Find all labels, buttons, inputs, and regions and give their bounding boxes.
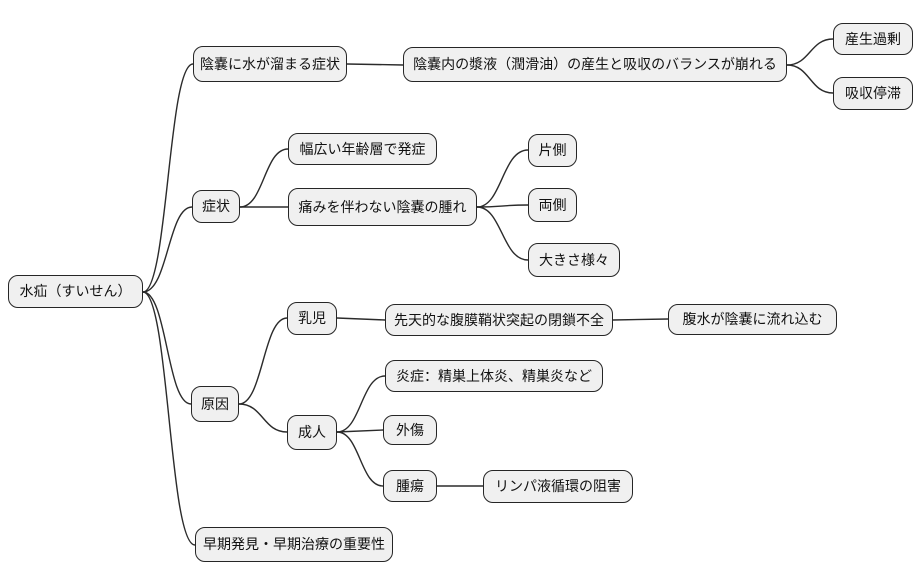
edge-swelling-bilateral [476,204,529,208]
edge-adults-inflammation [336,375,386,433]
node-root[interactable]: 水疝（すいせん） [8,275,143,308]
node-infants[interactable]: 乳児 [287,302,337,335]
node-various-sizes[interactable]: 大きさ様々 [528,243,620,277]
edge-mechanism-absorption [786,64,834,94]
node-congenital-defect[interactable]: 先天的な腹膜鞘状突起の閉鎖不全 [385,304,613,336]
edge-adults-trauma [336,429,384,433]
edge-causes-infants [238,317,288,405]
edge-root-symptoms [142,206,193,293]
node-lymph-obstruction[interactable]: リンパ液循環の阻害 [483,470,633,503]
node-age-range[interactable]: 幅広い年齢層で発症 [288,133,437,165]
node-trauma[interactable]: 外傷 [383,415,437,445]
node-bilateral[interactable]: 両側 [528,188,577,222]
edge-swelling-unilateral [476,149,529,208]
edge-symptoms-age-range [239,148,289,208]
edge-congenital-ascites [612,318,669,321]
node-symptoms[interactable]: 症状 [192,190,240,223]
edge-root-overview [142,63,194,293]
node-tumor[interactable]: 腫瘍 [383,470,437,502]
edge-overview-mechanism [346,63,404,66]
edge-swelling-sizes [476,206,529,261]
edge-causes-adults [238,403,288,433]
node-overproduction[interactable]: 産生過剰 [833,23,913,55]
edge-root-early-detection [142,291,196,546]
node-causes[interactable]: 原因 [191,386,239,422]
node-overview-mechanism[interactable]: 陰嚢内の漿液（潤滑油）の産生と吸収のバランスが崩れる [403,47,787,82]
edge-root-causes [142,291,192,405]
node-absorption-stagnation[interactable]: 吸収停滞 [833,77,913,110]
node-early-detection[interactable]: 早期発見・早期治療の重要性 [195,527,393,562]
edge-mechanism-overproduction [786,38,834,66]
edge-infants-congenital [336,317,386,321]
edge-adults-tumor [336,431,384,487]
node-inflammation[interactable]: 炎症：精巣上体炎、精巣炎など [385,360,603,392]
node-unilateral[interactable]: 片側 [528,134,577,167]
node-painless-swelling[interactable]: 痛みを伴わない陰嚢の腫れ [288,188,477,226]
node-adults[interactable]: 成人 [287,415,337,450]
node-ascites-inflow[interactable]: 腹水が陰嚢に流れ込む [668,304,837,335]
node-overview[interactable]: 陰嚢に水が溜まる症状 [193,46,347,82]
